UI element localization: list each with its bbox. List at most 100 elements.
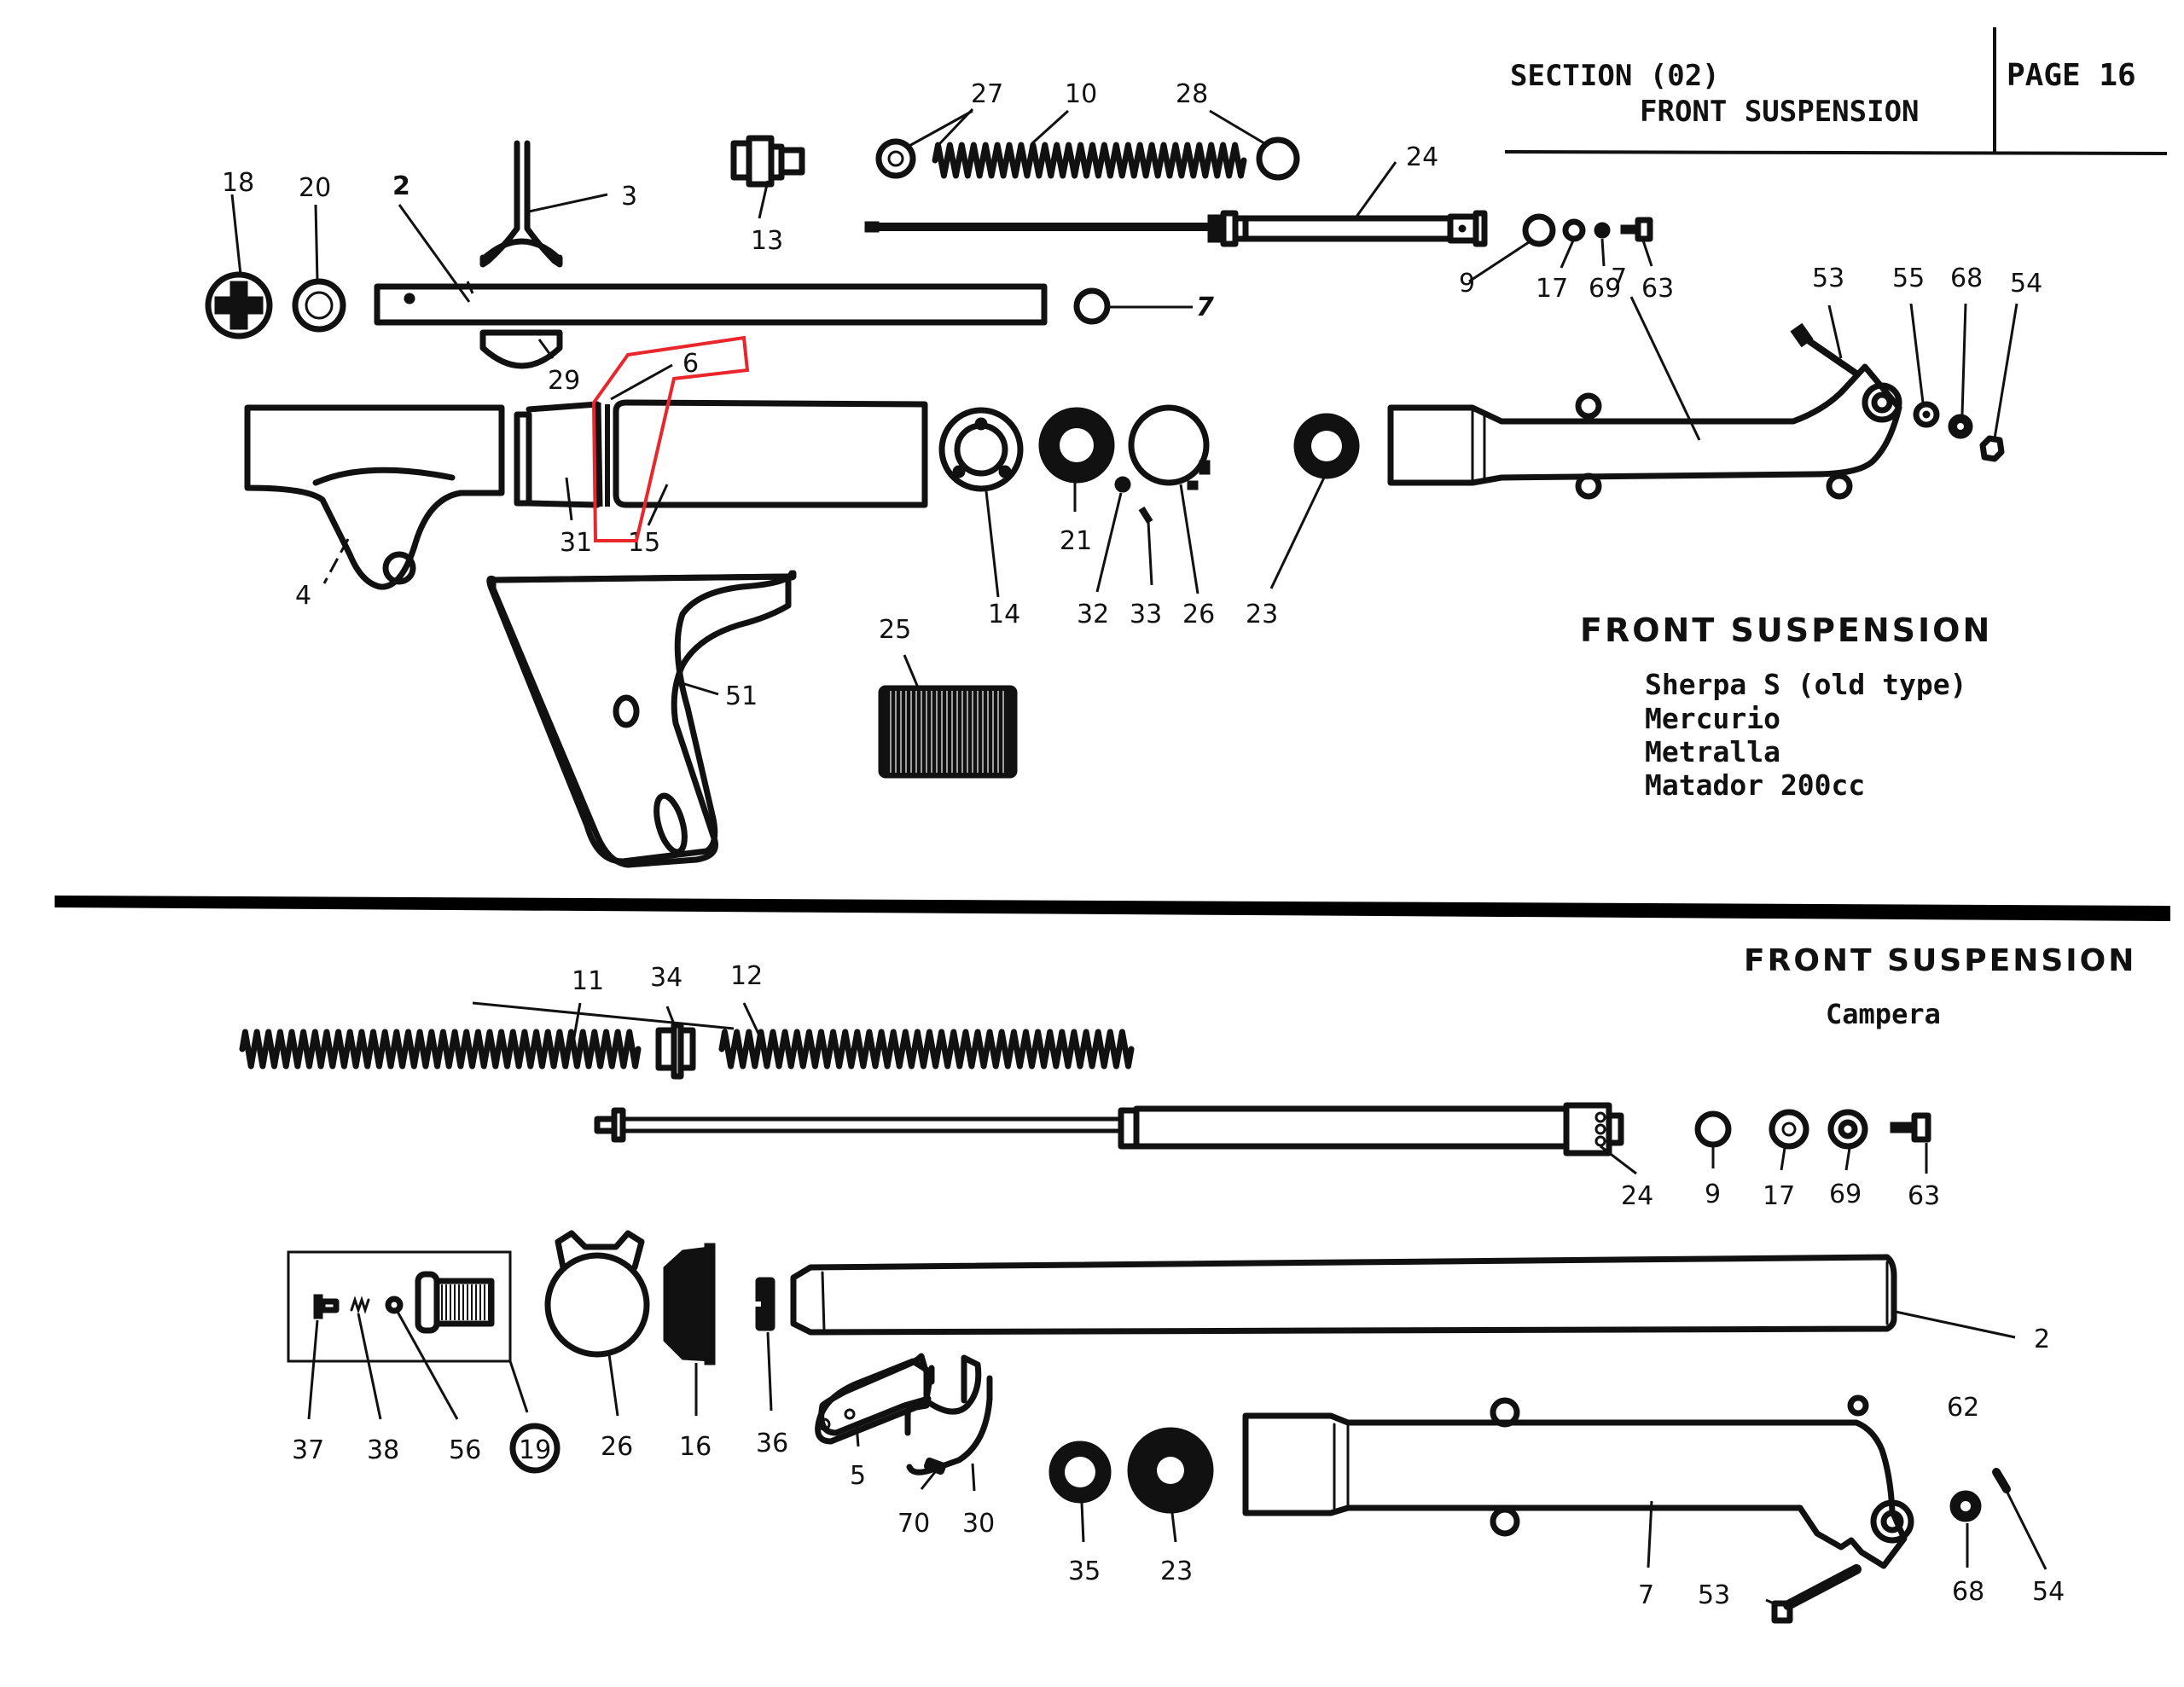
part-26-clamp-ring: 26 xyxy=(1128,404,1215,629)
part-24-damper-rod-lower: 24 xyxy=(594,1102,1653,1211)
label-7-lower: 7 xyxy=(1638,1580,1654,1610)
part-2-tube-lower: 2 xyxy=(790,1254,2050,1354)
label-20: 20 xyxy=(299,173,331,203)
section-separator xyxy=(55,896,2170,921)
label-4: 4 xyxy=(295,581,311,611)
label-68-lower: 68 xyxy=(1952,1577,1984,1607)
part-28-washer: 28 xyxy=(1176,79,1300,181)
part-3-bracket: 3 xyxy=(479,140,637,268)
part-54-pin-lower: 54 xyxy=(1992,1468,2065,1607)
part-51-bracket: 51 xyxy=(486,570,797,868)
label-34: 34 xyxy=(650,963,682,993)
upper-title: FRONT SUSPENSION xyxy=(1580,612,1992,649)
part-27-washer: 27 xyxy=(875,79,1003,179)
part-7-lower-leg: 7 xyxy=(1387,264,1902,500)
model-matador: Matador 200cc xyxy=(1645,768,1865,802)
part-19-drain-assembly: 37 38 56 19 xyxy=(287,1250,561,1474)
part-31-bushing: 31 xyxy=(514,401,603,558)
label-62: 62 xyxy=(1947,1393,1979,1423)
part-7-clip: 7 xyxy=(1073,287,1214,325)
part-63-screw-lower: 63 xyxy=(1890,1112,1940,1211)
label-12: 12 xyxy=(730,961,763,991)
model-metralla: Metralla xyxy=(1645,735,1780,768)
part-18-cap-nut: 18 xyxy=(205,168,273,339)
part-29-clamp: 29 xyxy=(479,329,580,396)
label-17-lower: 17 xyxy=(1763,1181,1795,1211)
part-69-lockwasher: 69 xyxy=(1589,222,1621,304)
part-69-lockwasher-lower: 69 xyxy=(1827,1109,1868,1209)
label-17: 17 xyxy=(1536,274,1568,304)
part-55-washer: 55 xyxy=(1892,264,1940,428)
label-7-leg: 7 xyxy=(1611,264,1627,293)
label-54-lower: 54 xyxy=(2032,1577,2065,1607)
label-31: 31 xyxy=(560,528,592,558)
label-2: 2 xyxy=(392,171,410,201)
label-56: 56 xyxy=(449,1435,481,1465)
label-53-lower: 53 xyxy=(1698,1580,1730,1610)
label-16: 16 xyxy=(679,1432,712,1462)
label-69-lower: 69 xyxy=(1829,1180,1862,1209)
part-25-boot: 25 xyxy=(878,615,1018,779)
part-15-slider: 15 xyxy=(613,399,928,558)
part-38-spring: 38 xyxy=(350,1296,399,1465)
label-14: 14 xyxy=(988,600,1020,629)
part-12-spring: 12 xyxy=(472,961,1135,1070)
label-69: 69 xyxy=(1589,274,1621,304)
label-68: 68 xyxy=(1950,264,1983,293)
part-9-washer-lower: 9 xyxy=(1694,1110,1732,1209)
label-29: 29 xyxy=(548,366,580,396)
section-title: FRONT SUSPENSION xyxy=(1640,95,1920,129)
part-56-ball: 56 xyxy=(385,1296,481,1465)
part-23-seal: 23 xyxy=(1246,413,1360,629)
part-10-spring: 10 xyxy=(932,79,1247,179)
label-5: 5 xyxy=(850,1461,866,1491)
label-6: 6 xyxy=(682,349,699,379)
part-17-washer-lower: 17 xyxy=(1763,1109,1809,1211)
label-13: 13 xyxy=(751,226,783,256)
model-campera: Campera xyxy=(1826,998,1941,1030)
label-9: 9 xyxy=(1459,269,1475,299)
part-21-seal: 21 xyxy=(1038,407,1115,556)
label-3: 3 xyxy=(621,182,637,212)
page-header: SECTION (02) FRONT SUSPENSION PAGE 16 xyxy=(1504,27,2168,155)
label-32: 32 xyxy=(1077,600,1109,629)
label-25: 25 xyxy=(879,615,911,645)
part-34-spacer: 34 xyxy=(650,963,696,1080)
label-27: 27 xyxy=(971,79,1003,109)
part-11-spring: 11 xyxy=(239,966,642,1070)
part-4-crown: 4 xyxy=(244,404,505,611)
label-26: 26 xyxy=(1182,600,1215,629)
part-13-valve: 13 xyxy=(730,135,805,256)
part-54-nut: 54 xyxy=(1979,269,2042,462)
part-53-bolt-lower: 53 xyxy=(1698,1564,1862,1624)
part-7-lower-leg-campera: 7 xyxy=(1242,1394,1914,1610)
label-23: 23 xyxy=(1246,600,1278,629)
label-18: 18 xyxy=(222,168,254,198)
lower-diagram: FRONT SUSPENSION Campera 11 34 12 xyxy=(239,943,2136,1624)
model-sherpa-s: Sherpa S (old type) xyxy=(1645,668,1967,701)
label-15: 15 xyxy=(628,528,660,558)
label-9-lower: 9 xyxy=(1705,1180,1721,1209)
part-68-lockwasher: 68 xyxy=(1948,264,1983,439)
part-53-bolt: 53 xyxy=(1790,264,1859,377)
part-9-washer: 9 xyxy=(1459,213,1556,299)
part-33-screw: 33 xyxy=(1130,506,1162,629)
lower-title: FRONT SUSPENSION xyxy=(1744,943,2136,978)
label-24: 24 xyxy=(1406,142,1438,172)
label-37: 37 xyxy=(292,1435,324,1465)
header-rule xyxy=(1504,150,2168,155)
label-30: 30 xyxy=(962,1509,995,1539)
label-54: 54 xyxy=(2010,269,2042,299)
part-23-seal-lower: 23 xyxy=(1127,1427,1214,1586)
part-5-bracket: 5 xyxy=(815,1353,935,1491)
highlight-part-6 xyxy=(591,335,750,542)
label-36: 36 xyxy=(756,1429,788,1458)
label-35: 35 xyxy=(1068,1557,1101,1586)
part-37-screw: 37 xyxy=(292,1294,340,1465)
label-2-lower: 2 xyxy=(2034,1325,2050,1354)
part-24-damper-rod: 24 xyxy=(864,142,1488,247)
part-2-tube: 2 xyxy=(374,171,1048,326)
upper-diagram: 18 20 2 3 29 xyxy=(205,79,2042,868)
label-19: 19 xyxy=(519,1435,551,1465)
